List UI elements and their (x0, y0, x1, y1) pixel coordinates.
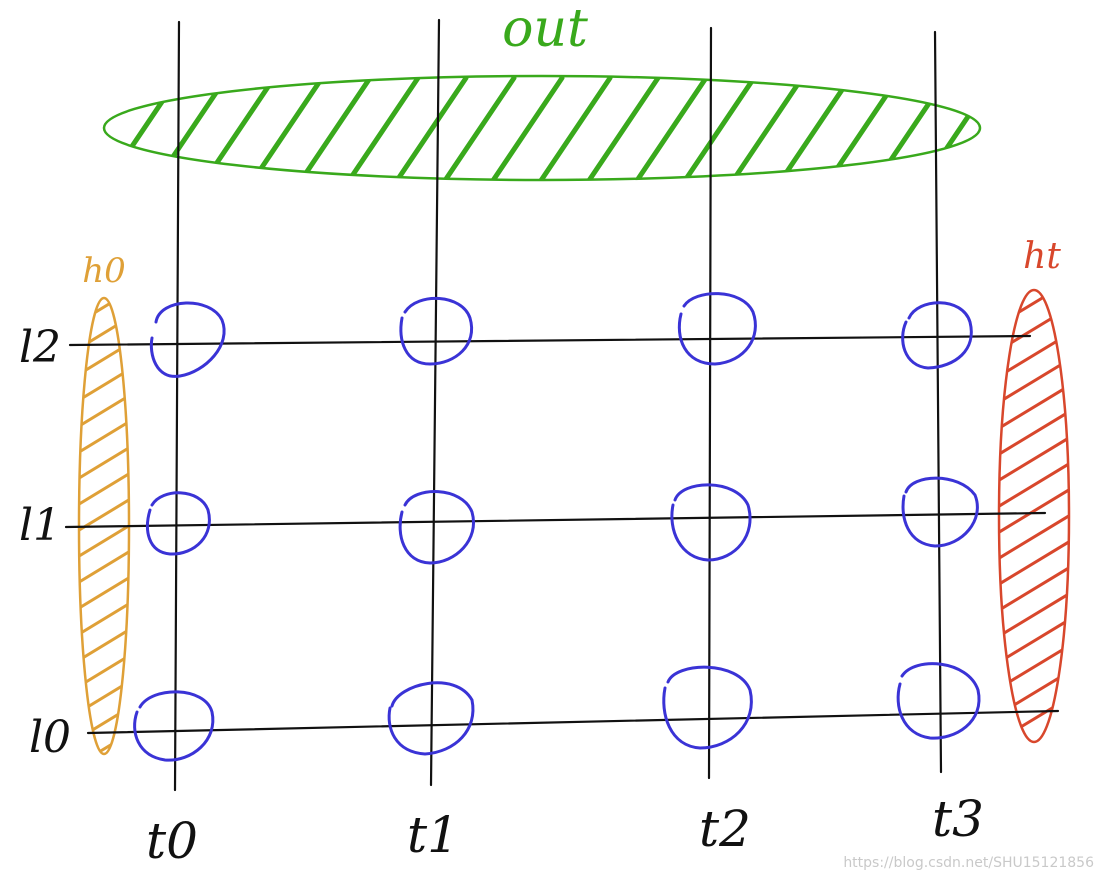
hatch-stroke (249, 76, 325, 180)
hatch-stroke (999, 590, 1069, 640)
ht-ellipse (996, 288, 1072, 794)
hatch-stroke (79, 470, 129, 508)
cell-node-l2-t3 (901, 301, 973, 370)
hatch-stroke (999, 290, 1069, 328)
hatch-stroke (999, 668, 1069, 718)
ht-hatching (996, 290, 1072, 794)
cell-node-l0-t2 (662, 665, 753, 750)
hatch-stroke (537, 76, 613, 180)
hatch-stroke (79, 444, 129, 482)
cell-node-l0-t3 (896, 662, 981, 740)
watermark: https://blog.csdn.net/SHU15121856 (843, 855, 1094, 871)
hatch-stroke (79, 392, 129, 430)
cell-node-l2-t1 (399, 297, 473, 366)
hatch-stroke (681, 76, 757, 180)
timestep-label-t2: t2 (699, 800, 751, 858)
hatch-stroke (79, 298, 129, 326)
cell-node-l0-t1 (387, 681, 475, 756)
timestep-label-t1: t1 (407, 806, 459, 864)
hatch-stroke (999, 694, 1069, 742)
hatch-stroke (999, 408, 1069, 458)
hatch-stroke (79, 704, 129, 742)
hatch-stroke (777, 76, 853, 180)
hatch-stroke (999, 434, 1069, 484)
hatch-stroke (999, 512, 1069, 562)
hatch-stroke (79, 600, 129, 638)
timestep-line-t2 (707, 26, 713, 780)
hatch-stroke (999, 564, 1069, 614)
h0-hatching (76, 298, 132, 792)
hatch-stroke (999, 460, 1069, 510)
cell-node-l0-t0 (133, 690, 215, 762)
hatch-stroke (999, 356, 1069, 406)
timestep-line-t0 (173, 20, 181, 792)
cell-node-l2-t0 (149, 301, 226, 378)
hatch-stroke (79, 418, 129, 456)
hatch-stroke (969, 76, 980, 180)
hatch-stroke (441, 76, 517, 180)
hatch-stroke (79, 340, 129, 378)
h0-label: h0 (82, 251, 126, 291)
hatch-stroke (999, 304, 1069, 354)
layer-label-l1: l1 (19, 500, 61, 551)
hatch-stroke (345, 76, 421, 180)
timestep-line-t1 (429, 18, 441, 787)
hatch-stroke (76, 758, 132, 792)
hatch-stroke (104, 76, 133, 180)
hatch-stroke (999, 486, 1069, 536)
hatch-stroke (393, 76, 469, 180)
hatch-stroke (585, 76, 661, 180)
hatch-stroke (297, 76, 373, 180)
h0-ellipse (76, 296, 132, 792)
ht-label: ht (1023, 236, 1061, 277)
hatch-stroke (79, 548, 129, 586)
timestep-label-t0: t0 (146, 812, 198, 870)
layer-line-l2 (68, 334, 1032, 347)
hatch-stroke (999, 538, 1069, 588)
hatch-stroke (105, 76, 181, 180)
hatch-stroke (633, 76, 709, 180)
layer-line-l0 (86, 709, 1060, 735)
timestep-line-t3 (933, 30, 943, 774)
hatch-stroke (729, 76, 805, 180)
hatch-stroke (999, 382, 1069, 432)
hatch-stroke (79, 626, 129, 664)
out-ellipse (102, 74, 982, 182)
cell-node-l1-t0 (146, 491, 211, 556)
cell-node-l1-t2 (670, 483, 752, 562)
cell-node-l1-t3 (901, 476, 979, 548)
hatch-stroke (999, 616, 1069, 666)
layer-label-l0: l0 (29, 712, 71, 763)
hatch-stroke (79, 730, 129, 754)
hatch-stroke (999, 720, 1069, 742)
hatch-stroke (79, 678, 129, 716)
hatch-stroke (489, 76, 565, 180)
cell-node-l2-t2 (677, 292, 757, 366)
out-label: out (502, 0, 588, 59)
cell-node-l1-t1 (398, 490, 475, 565)
layer-label-l2: l2 (19, 322, 61, 373)
hatch-stroke (79, 522, 129, 560)
timestep-label-t3: t3 (932, 790, 984, 848)
hatch-stroke (79, 574, 129, 612)
hatch-stroke (153, 76, 229, 180)
hatch-stroke (996, 748, 1072, 794)
layer-line-l1 (64, 511, 1047, 529)
